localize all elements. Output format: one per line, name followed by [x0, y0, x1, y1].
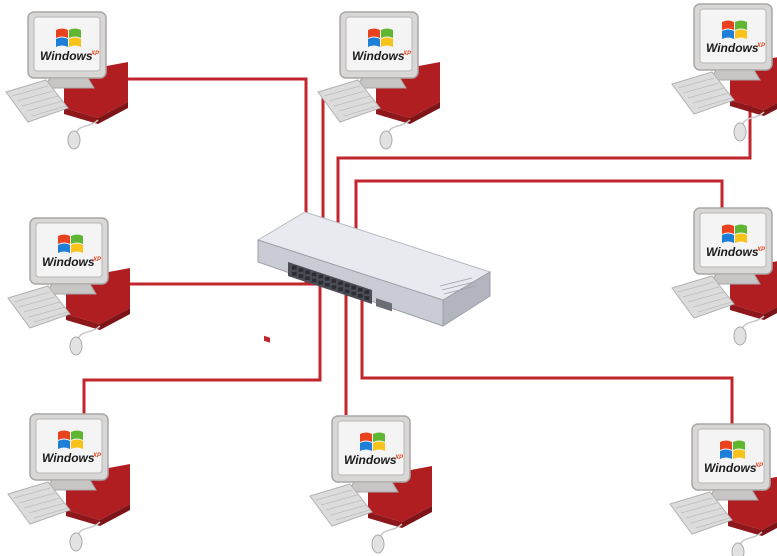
switch-port: [311, 278, 317, 283]
computer-icon: [309, 415, 433, 554]
windows-logo-text: Windows: [704, 461, 757, 475]
windows-xp-badge: XP: [90, 51, 100, 57]
windows-logo-text: Windows: [706, 41, 759, 55]
windows-logo-text: Windows: [40, 49, 93, 63]
switch-port: [351, 291, 356, 296]
switch-port: [331, 285, 337, 289]
switch-port: [325, 283, 330, 287]
windows-logo-text: Windows: [42, 451, 95, 465]
cable-pc-middle-right: [354, 179, 724, 270]
switch-port: [344, 289, 350, 294]
cable-pc-top-right: [336, 88, 752, 270]
switch-port: [364, 296, 370, 300]
windows-xp-badge: XP: [92, 257, 102, 263]
computer-icon: [5, 11, 129, 150]
windows-xp-badge: XP: [402, 51, 412, 57]
switch-port: [358, 294, 363, 298]
windows-logo-text: Windows: [352, 49, 405, 63]
windows-xp-badge: XP: [754, 463, 764, 469]
switch-port: [358, 288, 363, 292]
switch-port: [298, 274, 304, 278]
switch-port: [305, 276, 310, 280]
windows-logo-text: Windows: [344, 453, 397, 467]
switch-port-bank: [288, 262, 372, 304]
switch-port: [292, 272, 297, 276]
switch-port: [318, 274, 323, 279]
windows-logo-text: Windows: [706, 245, 759, 259]
windows-logo-text: Windows: [42, 255, 95, 269]
switch-port: [351, 285, 356, 290]
computer-icon: [7, 217, 131, 356]
windows-xp-badge: XP: [394, 455, 404, 461]
network-switch: [256, 211, 492, 343]
switch-port: [318, 280, 323, 285]
windows-xp-badge: XP: [92, 453, 102, 459]
cable-pc-bottom-right: [360, 300, 734, 424]
switch-port: [344, 283, 350, 288]
windows-xp-badge: XP: [756, 43, 766, 49]
switch-port: [325, 277, 330, 281]
switch-port: [298, 268, 304, 272]
computer-icon: [671, 207, 777, 346]
computer-icon: [317, 11, 441, 150]
computer-icon: [7, 413, 131, 552]
windows-xp-badge: XP: [756, 247, 766, 253]
cable-pc-bottom-left: [82, 285, 322, 415]
switch-port: [331, 279, 337, 283]
switch-port: [305, 270, 310, 274]
switch-port: [338, 287, 343, 291]
switch-port: [364, 290, 370, 294]
computer-icon: [671, 3, 777, 142]
computer-icon: [669, 423, 777, 556]
switch-port: [338, 281, 343, 285]
switch-port: [292, 266, 297, 270]
switch-port: [311, 272, 317, 277]
